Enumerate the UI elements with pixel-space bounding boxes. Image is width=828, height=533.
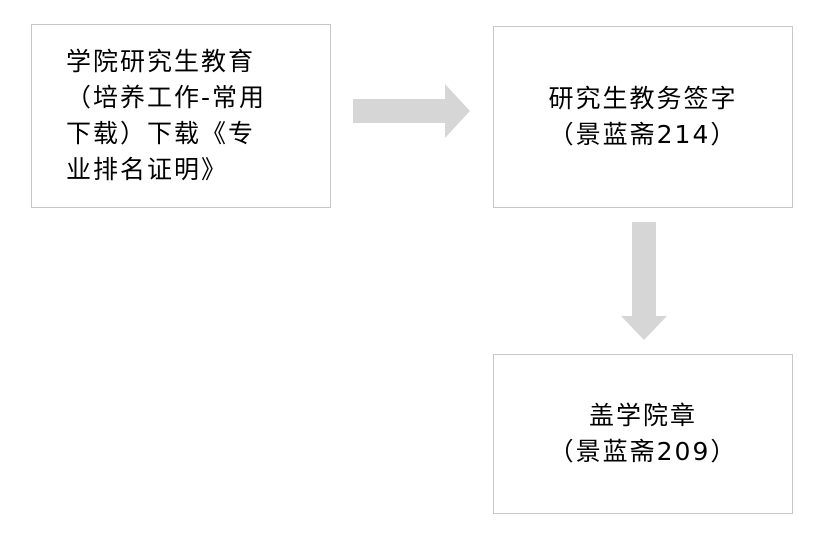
arrow-down-icon [621,222,667,340]
step-2-box: 研究生教务签字 （景蓝斋214） [493,26,793,208]
step-2-line-1: 研究生教务签字 [548,84,738,113]
arrow-right-icon [353,84,470,138]
step-1-line-3: 下载）下载《专 [66,119,256,148]
step-2-line-2: （景蓝斋214） [548,120,738,149]
step-1-box: 学院研究生教育 （培养工作-常用 下载）下载《专 业排名证明》 [31,24,331,208]
step-3-line-1: 盖学院章 [588,401,697,430]
step-1-line-4: 业排名证明》 [66,155,229,184]
step-1-line-1: 学院研究生教育 [66,47,256,76]
step-3-line-2: （景蓝斋209） [548,437,738,466]
step-1-line-2: （培养工作-常用 [66,83,267,112]
arrow-down-shape [621,222,667,340]
arrow-right-shape [353,84,470,138]
step-3-box: 盖学院章 （景蓝斋209） [493,354,793,514]
